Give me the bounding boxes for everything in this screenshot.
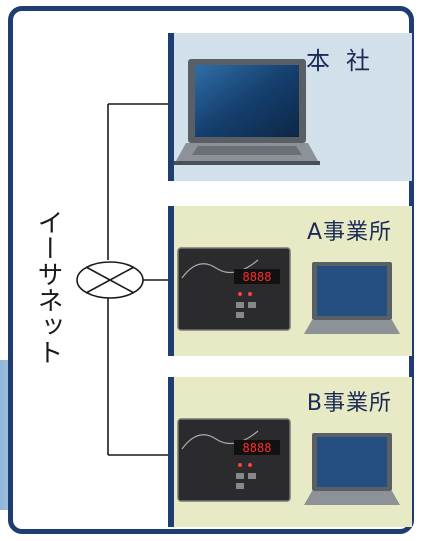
site-title: 本社 [306, 47, 386, 75]
load-manager-group: 8888 [177, 418, 400, 505]
laptop-icon [174, 59, 320, 165]
ethernet-label: イーサネット [33, 209, 63, 365]
load-manager-display: 8888 [243, 270, 272, 284]
load-manager-icon: 8888 [177, 418, 291, 502]
laptop-icon [304, 262, 400, 334]
load-manager-display: 8888 [243, 441, 272, 455]
site-panel-hq: 本社 [168, 33, 412, 181]
load-manager-group: 8888 [177, 247, 400, 334]
site-panel-a: A事業所 8888 [168, 206, 412, 356]
laptop-icon [304, 433, 400, 505]
site-title: A事業所 [306, 220, 392, 245]
site-panel-b: B事業所 8888 [168, 377, 412, 527]
load-manager-icon: 8888 [177, 247, 291, 331]
site-title: B事業所 [306, 391, 392, 416]
hub-icon [76, 261, 144, 299]
